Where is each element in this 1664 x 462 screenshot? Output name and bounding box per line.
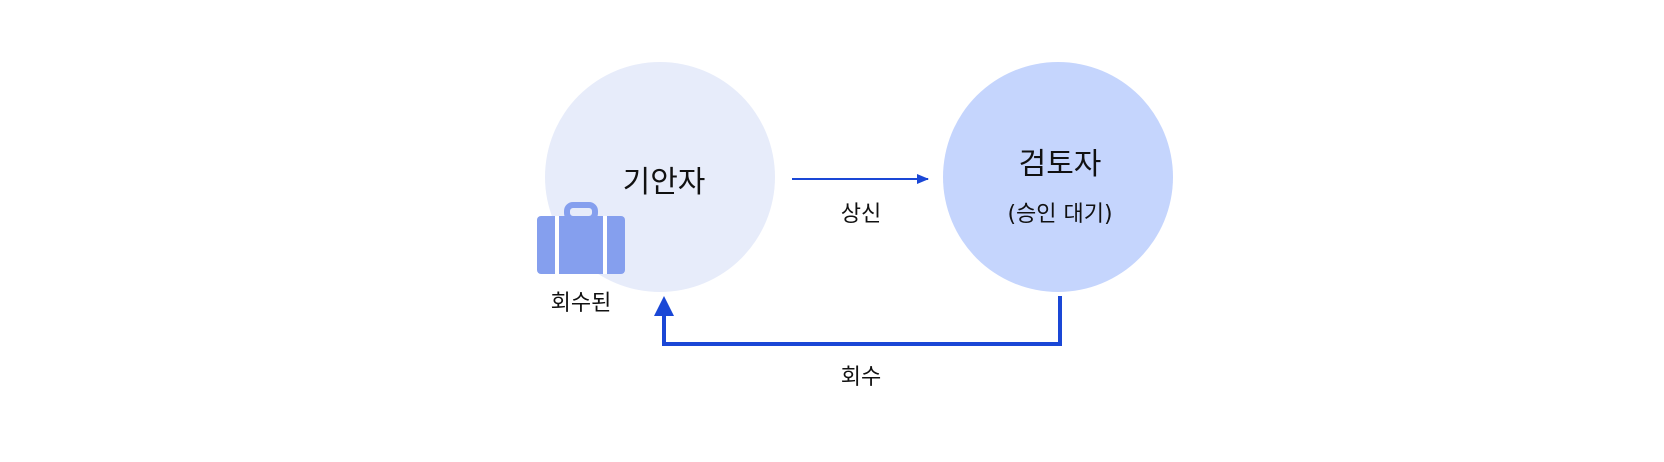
reviewer-status-label: (승인 대기) — [1007, 202, 1113, 227]
reviewer-node — [943, 62, 1173, 292]
drafter-label: 기안자 — [622, 165, 706, 200]
recall-label: 회수 — [840, 365, 882, 390]
submit-label: 상신 — [840, 202, 882, 227]
recall-arrowhead — [654, 296, 674, 316]
reviewer-label: 검토자 — [1018, 147, 1102, 182]
briefcase-icon — [537, 202, 625, 274]
recall-arrow — [662, 296, 1062, 346]
badge-label: 회수된 — [550, 291, 612, 316]
